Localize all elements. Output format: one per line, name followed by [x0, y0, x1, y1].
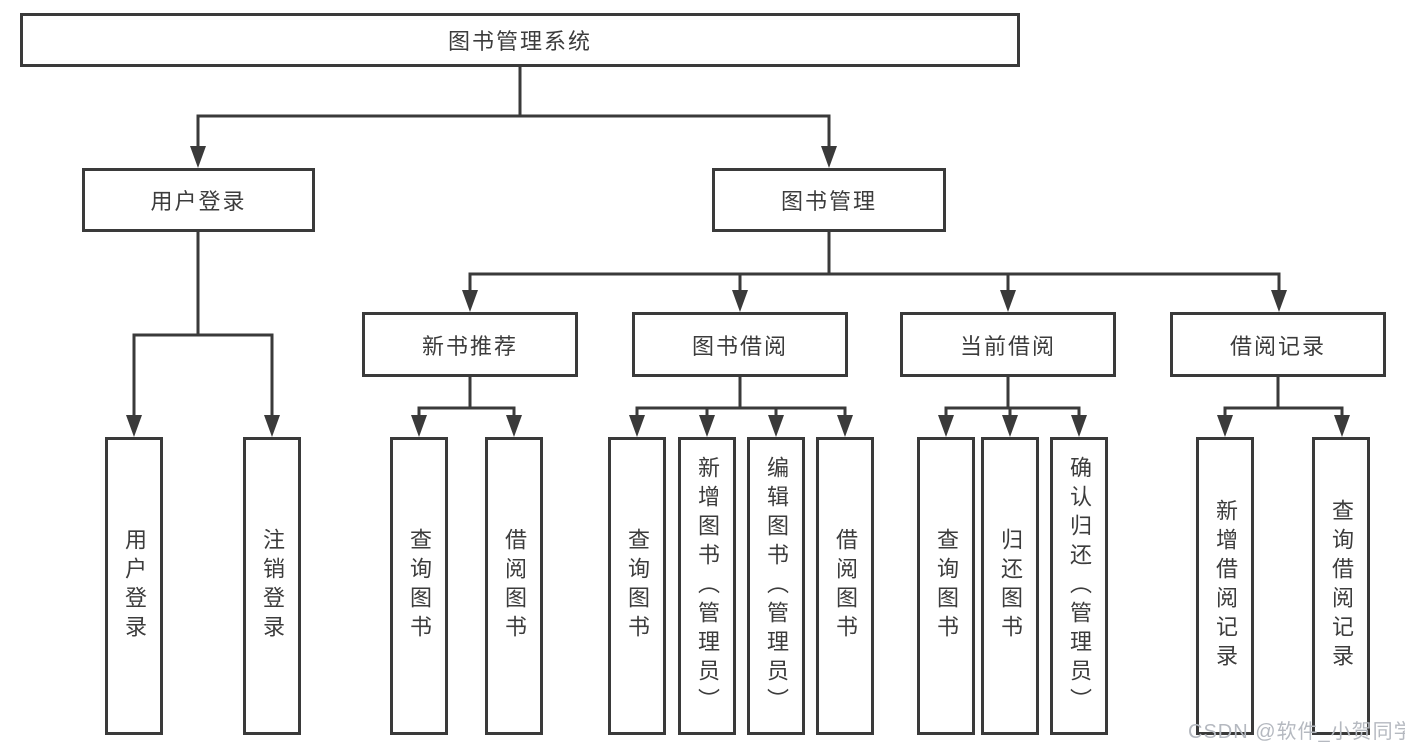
node-book-management-label: 图书管理 [780, 189, 877, 214]
leaf-confirm-return-admin: 确认归还（管理员） [1050, 437, 1108, 735]
leaf-borrow-books: 借阅图书 [816, 437, 874, 735]
leaf-query-books-borrow: 查询图书 [608, 437, 666, 735]
node-current-borrow: 当前借阅 [900, 312, 1116, 377]
leaf-query-books-current: 查询图书 [917, 437, 975, 735]
leaf-add-book-admin: 新增图书（管理员） [678, 437, 736, 735]
leaf-return-book: 归还图书 [981, 437, 1039, 735]
node-root-system-label: 图书管理系统 [447, 29, 592, 54]
leaf-edit-book-admin: 编辑图书（管理员） [747, 437, 805, 735]
leaf-query-borrow-record: 查询借阅记录 [1312, 437, 1370, 735]
node-book-borrow: 图书借阅 [632, 312, 848, 377]
node-borrow-records: 借阅记录 [1170, 312, 1386, 377]
node-user-login: 用户登录 [82, 168, 315, 232]
node-user-login-label: 用户登录 [150, 189, 247, 214]
node-root-system: 图书管理系统 [20, 13, 1020, 67]
node-borrow-records-label: 借阅记录 [1229, 333, 1326, 359]
leaf-logout: 注销登录 [243, 437, 301, 735]
node-new-book-recommend-label: 新书推荐 [421, 333, 518, 359]
node-new-book-recommend: 新书推荐 [362, 312, 578, 377]
leaf-user-login: 用户登录 [105, 437, 163, 735]
node-current-borrow-label: 当前借阅 [959, 333, 1056, 359]
node-book-borrow-label: 图书借阅 [691, 333, 788, 359]
leaf-add-borrow-record: 新增借阅记录 [1196, 437, 1254, 735]
csdn-watermark: CSDN @软件_小贺同学 [1188, 721, 1405, 743]
node-book-management: 图书管理 [712, 168, 946, 232]
arrowheads [126, 146, 1350, 437]
leaf-borrow-books-recommend: 借阅图书 [485, 437, 543, 735]
leaf-query-books-recommend: 查询图书 [390, 437, 448, 735]
